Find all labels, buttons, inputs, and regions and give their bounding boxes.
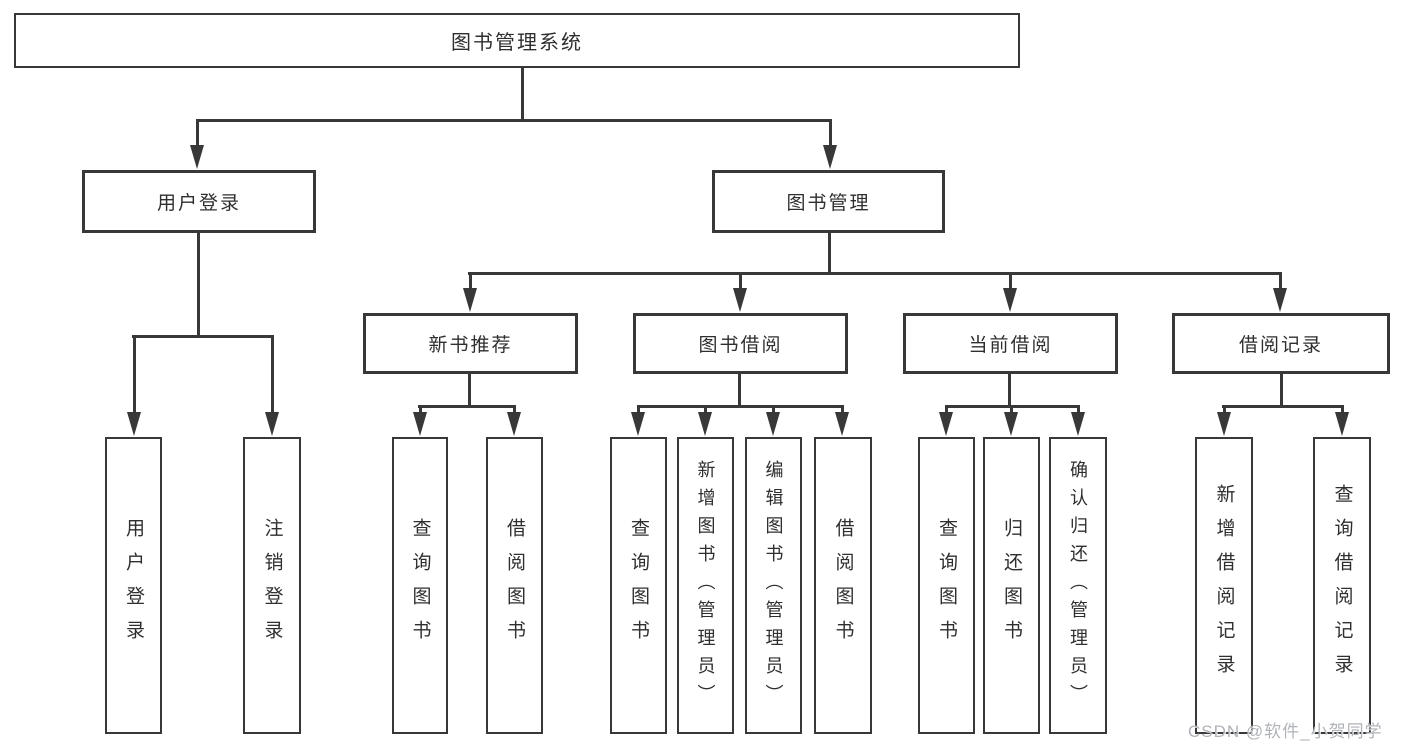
node-user-login: 用户登录 (82, 170, 316, 233)
leaf-logout: 注销登录 (243, 437, 301, 734)
leaf-bb-edit-books-admin-label: 编辑图书（管理员） (763, 459, 784, 712)
arrow-to-user-login (190, 120, 204, 169)
node-book-borrow-label: 图书借阅 (698, 335, 783, 356)
leaf-nbr-query-books: 查询图书 (392, 437, 448, 734)
connector-new-book-recommend-rail (418, 405, 516, 408)
node-book-management-label: 图书管理 (786, 193, 871, 214)
leaf-logout-label: 注销登录 (261, 517, 283, 654)
connector-borrow-records-stem (1280, 373, 1283, 408)
arrow-to-leaf-bb-edit (766, 405, 780, 436)
connector-book-borrow-stem (738, 373, 741, 408)
connector-book-management-stem (828, 232, 831, 275)
leaf-bb-add-books-admin: 新增图书（管理员） (677, 437, 734, 734)
leaf-bb-query-books: 查询图书 (610, 437, 667, 734)
arrow-to-leaf-bb-add (698, 405, 712, 436)
leaf-cb-query-books: 查询图书 (918, 437, 975, 734)
connector-user-login-stem (197, 233, 200, 338)
leaf-br-query-record: 查询借阅记录 (1313, 437, 1371, 734)
node-current-borrow-label: 当前借阅 (968, 335, 1053, 356)
arrow-to-leaf-user-login (127, 335, 141, 436)
arrow-to-leaf-logout (265, 335, 279, 436)
connector-current-borrow-rail (945, 405, 1080, 408)
leaf-cb-return-books-label: 归还图书 (1001, 517, 1022, 654)
arrow-to-leaf-cb-return (1004, 405, 1018, 436)
node-borrow-records: 借阅记录 (1172, 313, 1390, 374)
connector-borrow-records-rail (1222, 405, 1344, 408)
arrow-to-book-management (823, 120, 837, 169)
leaf-cb-confirm-return-admin-label: 确认归还（管理员） (1068, 459, 1088, 712)
node-borrow-records-label: 借阅记录 (1238, 335, 1323, 356)
arrow-to-leaf-br-add (1217, 405, 1231, 436)
arrow-to-borrow-records (1273, 272, 1287, 312)
leaf-br-add-record: 新增借阅记录 (1195, 437, 1253, 734)
node-root: 图书管理系统 (14, 13, 1020, 68)
leaf-bb-borrow-books: 借阅图书 (814, 437, 872, 734)
arrow-to-current-borrow (1003, 272, 1017, 312)
leaf-bb-query-books-label: 查询图书 (628, 517, 649, 654)
connector-level3-rail (468, 272, 1282, 275)
leaf-nbr-borrow-books-label: 借阅图书 (504, 517, 525, 654)
arrow-to-new-book-recommend (463, 272, 477, 312)
connector-new-book-recommend-stem (468, 373, 471, 408)
node-book-management: 图书管理 (712, 170, 945, 233)
arrow-to-leaf-bb-borrow (835, 405, 849, 436)
leaf-user-login: 用户登录 (105, 437, 162, 734)
leaf-nbr-query-books-label: 查询图书 (409, 517, 431, 654)
arrow-to-leaf-nbr-borrow (507, 405, 521, 436)
arrow-to-leaf-br-query (1335, 405, 1349, 436)
connector-current-borrow-stem (1008, 373, 1011, 408)
leaf-bb-borrow-books-label: 借阅图书 (832, 517, 854, 654)
node-new-book-recommend-label: 新书推荐 (428, 335, 513, 356)
connector-user-login-rail (132, 335, 274, 338)
leaf-nbr-borrow-books: 借阅图书 (486, 437, 543, 734)
connector-root-stem (521, 68, 524, 122)
connector-book-borrow-rail (637, 405, 844, 408)
arrow-to-leaf-bb-query (631, 405, 645, 436)
connector-level2-rail (196, 119, 832, 122)
arrow-to-leaf-cb-query (939, 405, 953, 436)
leaf-br-query-record-label: 查询借阅记录 (1331, 483, 1353, 688)
arrow-to-leaf-cb-confirm (1071, 405, 1085, 436)
csdn-watermark: CSDN @软件_小贺同学 (1188, 722, 1383, 741)
leaf-bb-add-books-admin-label: 新增图书（管理员） (695, 459, 716, 712)
leaf-bb-edit-books-admin: 编辑图书（管理员） (745, 437, 802, 734)
node-root-label: 图书管理系统 (451, 32, 583, 54)
node-user-login-label: 用户登录 (156, 193, 241, 214)
arrow-to-book-borrow (733, 272, 747, 312)
leaf-br-add-record-label: 新增借阅记录 (1213, 483, 1235, 688)
leaf-cb-return-books: 归还图书 (983, 437, 1040, 734)
leaf-cb-query-books-label: 查询图书 (936, 517, 957, 654)
leaf-cb-confirm-return-admin: 确认归还（管理员） (1049, 437, 1107, 734)
node-book-borrow: 图书借阅 (633, 313, 848, 374)
leaf-user-login-label: 用户登录 (123, 517, 144, 654)
arrow-to-leaf-nbr-query (413, 405, 427, 436)
node-new-book-recommend: 新书推荐 (363, 313, 578, 374)
node-current-borrow: 当前借阅 (903, 313, 1118, 374)
